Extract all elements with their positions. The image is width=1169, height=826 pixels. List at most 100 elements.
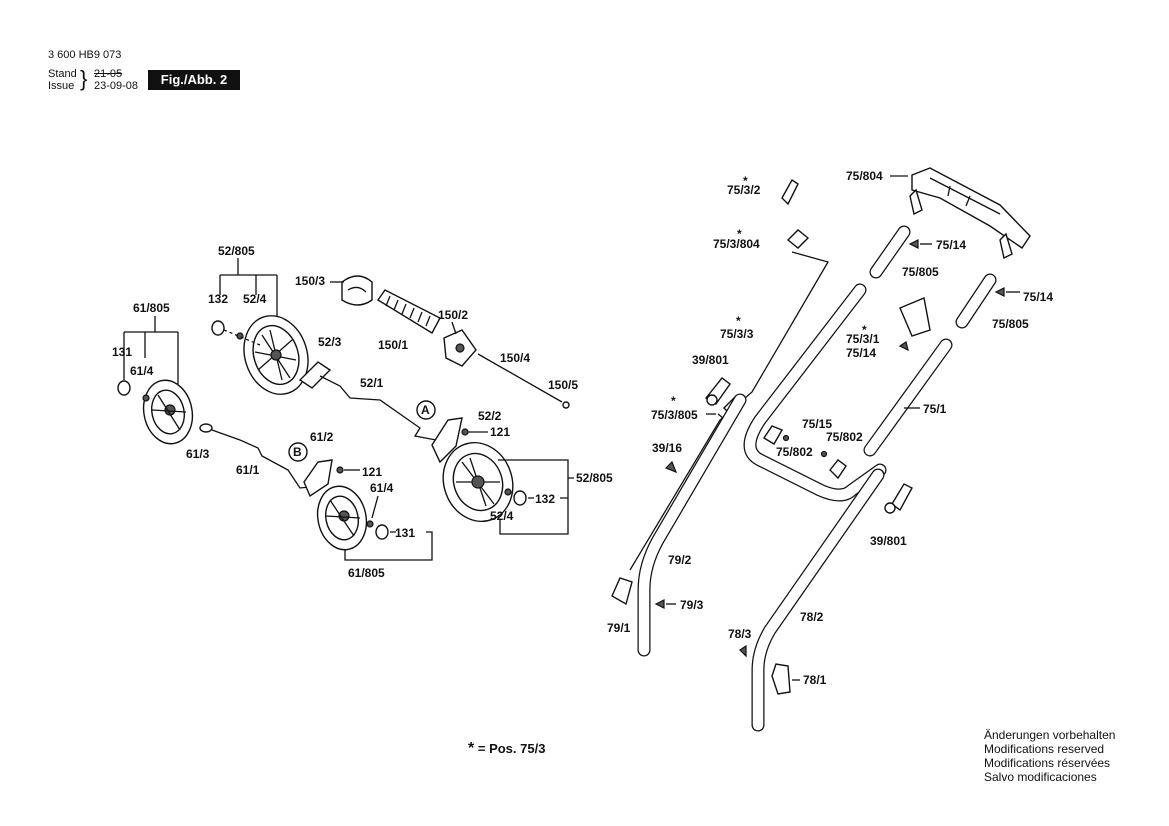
star-symbol: * bbox=[468, 740, 475, 757]
callout-75-802-right: 75/802 bbox=[826, 430, 863, 444]
star-75-3-804: * bbox=[737, 227, 742, 241]
note-es: Salvo modificaciones bbox=[984, 770, 1097, 784]
callout-79-1: 79/1 bbox=[607, 621, 631, 635]
callout-132-top: 132 bbox=[208, 292, 228, 306]
callout-75-805-bottom: 75/805 bbox=[992, 317, 1029, 331]
figure-label: Fig./Abb. 2 bbox=[148, 70, 240, 90]
callout-78-2: 78/2 bbox=[800, 610, 824, 624]
stand-value: 21-05 bbox=[94, 68, 123, 80]
callout-a: A bbox=[421, 403, 430, 417]
callout-52-4-top: 52/4 bbox=[243, 292, 267, 306]
callout-75-805-top: 75/805 bbox=[902, 265, 939, 279]
mulch-cover-150-3 bbox=[341, 275, 373, 306]
callout-39-16: 39/16 bbox=[652, 441, 682, 455]
modification-notes: Änderungen vorbehalten Modifications res… bbox=[984, 728, 1115, 784]
lower-handle-78-2 bbox=[751, 468, 885, 732]
callout-61-2: 61/2 bbox=[310, 430, 334, 444]
clip-75-3-2 bbox=[781, 178, 799, 206]
star-75-3-2: * bbox=[743, 174, 748, 188]
screw-78-3 bbox=[739, 644, 747, 658]
lower-handle-79-2 bbox=[637, 393, 747, 657]
upper-handle-sleeve-75-805-b bbox=[955, 273, 997, 329]
callout-61-1: 61/1 bbox=[236, 463, 260, 477]
issue-value: 23-09-08 bbox=[94, 80, 139, 92]
cable-75-3-3 bbox=[629, 251, 829, 571]
hub-cap-132-top bbox=[211, 320, 261, 346]
bracket-61-805-left bbox=[123, 316, 179, 395]
callout-121-bottom: 121 bbox=[362, 465, 382, 479]
marker-a bbox=[416, 400, 436, 420]
stand-label: Stand bbox=[48, 68, 77, 80]
screw-75-14-b bbox=[994, 287, 1005, 297]
callout-78-3: 78/3 bbox=[728, 627, 752, 641]
callout-150-3: 150/3 bbox=[295, 274, 325, 288]
callout-61-805-left: 61/805 bbox=[133, 301, 170, 315]
callout-150-2: 150/2 bbox=[438, 308, 468, 322]
callout-150-5: 150/5 bbox=[548, 378, 578, 392]
callout-61-4-bottom: 61/4 bbox=[370, 481, 394, 495]
callout-52-805-top: 52/805 bbox=[218, 244, 255, 258]
callout-78-1: 78/1 bbox=[803, 673, 827, 687]
callout-b: B bbox=[293, 445, 302, 459]
note-en: Modifications reserved bbox=[984, 742, 1105, 756]
screw-39-16 bbox=[664, 460, 678, 474]
callout-61-3: 61/3 bbox=[186, 447, 210, 461]
callout-132-bottom: 132 bbox=[535, 492, 555, 506]
clip-75-802-b bbox=[820, 450, 847, 480]
callout-75-14-c: 75/14 bbox=[846, 346, 876, 360]
callout-61-4-left: 61/4 bbox=[130, 364, 154, 378]
callout-150-4: 150/4 bbox=[500, 351, 530, 365]
bracket-79-1 bbox=[611, 577, 633, 606]
callout-75-802-left: 75/802 bbox=[776, 445, 813, 459]
brace-icon: } bbox=[80, 66, 88, 91]
marker-b bbox=[288, 442, 308, 462]
screw-79-3 bbox=[654, 599, 665, 609]
callout-131-left: 131 bbox=[112, 345, 132, 359]
callout-52-1: 52/1 bbox=[360, 376, 384, 390]
callout-75-14-a: 75/14 bbox=[936, 238, 966, 252]
hub-cap-132-bottom bbox=[504, 488, 527, 506]
callout-75-14-b: 75/14 bbox=[1023, 290, 1053, 304]
connector-75-3-804 bbox=[786, 229, 810, 249]
clip-75-802-a bbox=[763, 425, 790, 445]
height-adjuster-61-2 bbox=[303, 459, 344, 498]
star-75-3-1: * bbox=[862, 323, 867, 337]
callout-75-804: 75/804 bbox=[846, 169, 883, 183]
callout-121-top: 121 bbox=[490, 425, 510, 439]
callout-52-2: 52/2 bbox=[478, 409, 502, 423]
axle-52-1 bbox=[298, 361, 437, 441]
callout-79-3: 79/3 bbox=[680, 598, 704, 612]
handle-top-75-804 bbox=[909, 167, 1031, 260]
upper-handle-sleeve-75-805-a bbox=[869, 225, 911, 279]
wheel-rear-left bbox=[243, 315, 309, 395]
callout-61-805-bottom: 61/805 bbox=[348, 566, 385, 580]
star-75-3-805: * bbox=[671, 394, 676, 408]
callout-75-3-1: 75/3/1 bbox=[846, 332, 880, 346]
callout-150-1: 150/1 bbox=[378, 338, 408, 352]
callout-75-3-804: 75/3/804 bbox=[713, 237, 760, 251]
middle-handle-75-1 bbox=[743, 283, 953, 502]
hub-cap-131-bottom bbox=[366, 520, 389, 540]
knob-39-801-left bbox=[704, 377, 731, 406]
rod-150-4 bbox=[477, 353, 570, 409]
star-75-3-3: * bbox=[736, 314, 741, 328]
axle-61-1 bbox=[199, 423, 321, 489]
mulch-roller-150-1 bbox=[376, 289, 441, 334]
wheel-rear-right bbox=[442, 441, 514, 523]
callout-52-805-bottom: 52/805 bbox=[576, 471, 613, 485]
callout-52-3: 52/3 bbox=[318, 335, 342, 349]
note-fr: Modifications réservées bbox=[984, 756, 1111, 770]
callout-75-15: 75/15 bbox=[802, 417, 832, 431]
note-de: Änderungen vorbehalten bbox=[984, 728, 1116, 742]
star-legend: * = Pos. 75/3 bbox=[468, 740, 545, 758]
callout-39-801-right: 39/801 bbox=[870, 534, 907, 548]
issue-label: Issue bbox=[48, 80, 75, 92]
bracket-52-805-bottom bbox=[498, 459, 574, 535]
knob-39-801-right bbox=[884, 483, 913, 514]
mulch-end-150-2 bbox=[443, 329, 477, 367]
cable-guide-75-3-1 bbox=[898, 297, 931, 352]
callout-75-3-3: 75/3/3 bbox=[720, 327, 754, 341]
bracket-52-805-top bbox=[219, 258, 278, 335]
star-legend-text: = Pos. 75/3 bbox=[477, 741, 546, 756]
callout-79-2: 79/2 bbox=[668, 553, 692, 567]
